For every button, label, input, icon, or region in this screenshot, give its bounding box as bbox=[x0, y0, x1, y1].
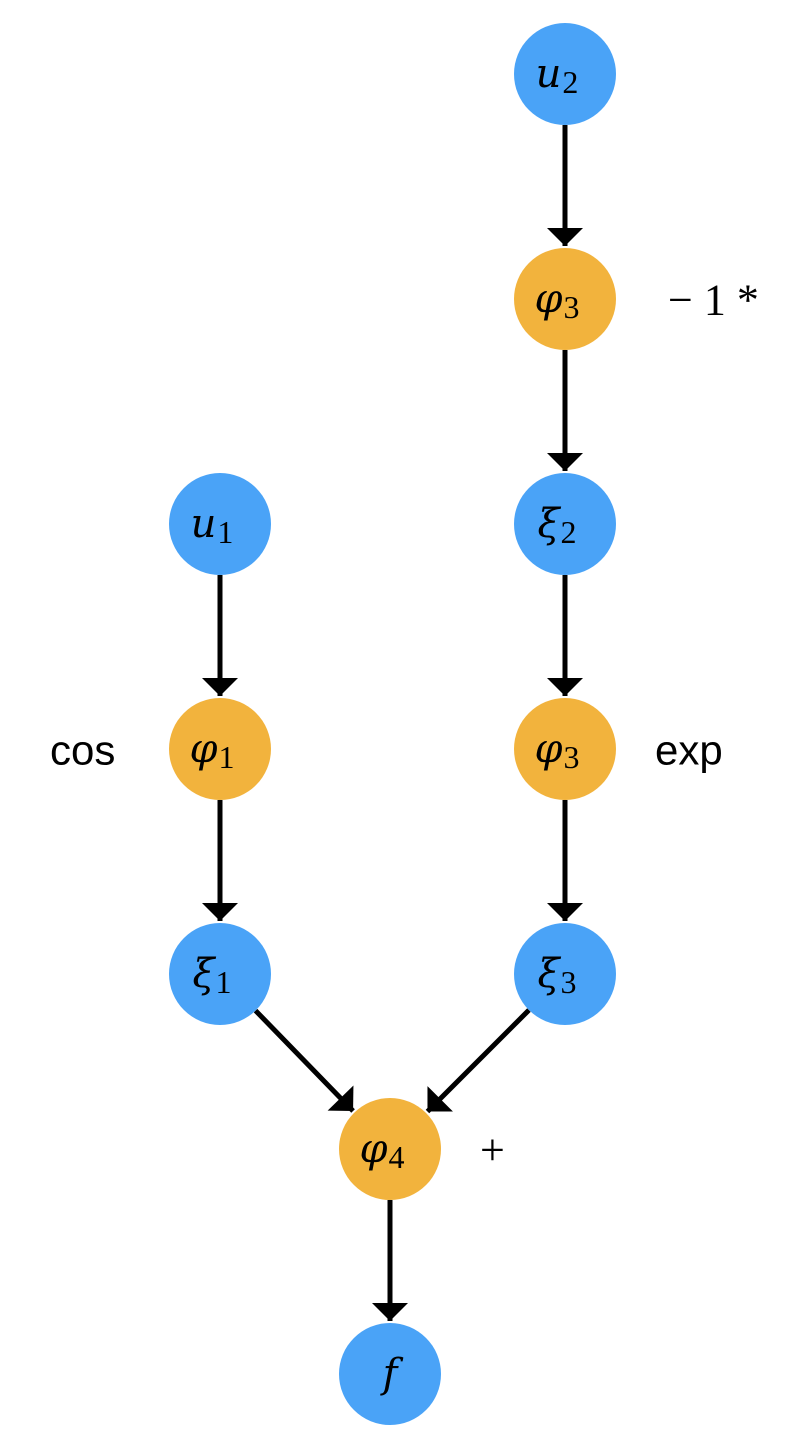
node-phi3b-label: φ3 bbox=[534, 726, 579, 775]
node-phi1: φ1 cos bbox=[50, 698, 271, 800]
node-phi1-label: φ1 bbox=[189, 726, 234, 775]
node-u2: u2 bbox=[514, 23, 616, 125]
node-phi3b: φ3 exp bbox=[514, 698, 723, 800]
node-xi1: ξ1 bbox=[169, 923, 271, 1025]
node-xi3: ξ3 bbox=[514, 923, 616, 1025]
edge-xi3-to-phi4 bbox=[425, 1008, 531, 1114]
node-phi3a-circle bbox=[514, 248, 616, 350]
node-u1: u1 bbox=[169, 473, 271, 575]
node-u2-symbol: u bbox=[536, 51, 562, 97]
op-label-phi3a: − 1 * bbox=[668, 276, 759, 325]
node-f-circle bbox=[339, 1323, 441, 1425]
node-u2-circle bbox=[514, 23, 616, 125]
edges bbox=[202, 125, 583, 1321]
node-xi1-label: ξ1 bbox=[192, 951, 231, 1000]
node-phi4: φ4 + bbox=[339, 1098, 505, 1200]
node-phi4-subscript: 4 bbox=[389, 1139, 405, 1175]
node-phi3a-subscript: 3 bbox=[564, 289, 580, 325]
node-xi1-symbol: ξ bbox=[192, 951, 216, 997]
op-label-phi3b: exp bbox=[655, 727, 723, 774]
node-phi4-symbol: φ bbox=[359, 1126, 387, 1172]
node-xi2-label: ξ2 bbox=[537, 501, 576, 550]
node-phi3a-label: φ3 bbox=[534, 276, 579, 325]
node-xi2-subscript: 2 bbox=[561, 514, 577, 550]
node-u2-subscript: 2 bbox=[562, 64, 578, 100]
node-phi1-circle bbox=[169, 698, 271, 800]
node-xi2-symbol: ξ bbox=[537, 501, 561, 547]
node-u1-circle bbox=[169, 473, 271, 575]
node-phi3a-symbol: φ bbox=[534, 276, 562, 322]
node-phi1-subscript: 1 bbox=[219, 739, 235, 775]
node-u2-label: u2 bbox=[536, 51, 579, 100]
node-f: f bbox=[339, 1323, 441, 1425]
op-label-phi1: cos bbox=[50, 727, 115, 774]
node-u1-label: u1 bbox=[191, 501, 234, 550]
node-xi2: ξ2 bbox=[514, 473, 616, 575]
node-phi4-label: φ4 bbox=[359, 1126, 404, 1175]
node-phi3b-subscript: 3 bbox=[564, 739, 580, 775]
op-label-phi4: + bbox=[480, 1126, 505, 1175]
node-phi3b-circle bbox=[514, 698, 616, 800]
node-phi4-circle bbox=[339, 1098, 441, 1200]
node-xi3-subscript: 3 bbox=[561, 964, 577, 1000]
edge-xi1-to-phi4 bbox=[253, 1008, 355, 1113]
node-xi3-symbol: ξ bbox=[537, 951, 561, 997]
node-xi3-label: ξ3 bbox=[537, 951, 576, 1000]
node-phi1-symbol: φ bbox=[189, 726, 217, 772]
node-u1-symbol: u bbox=[191, 501, 217, 547]
node-xi3-circle bbox=[514, 923, 616, 1025]
node-xi2-circle bbox=[514, 473, 616, 575]
node-u1-subscript: 1 bbox=[217, 514, 233, 550]
node-phi3a: φ3 − 1 * bbox=[514, 248, 759, 350]
node-xi1-circle bbox=[169, 923, 271, 1025]
node-phi3b-symbol: φ bbox=[534, 726, 562, 772]
node-xi1-subscript: 1 bbox=[216, 964, 232, 1000]
